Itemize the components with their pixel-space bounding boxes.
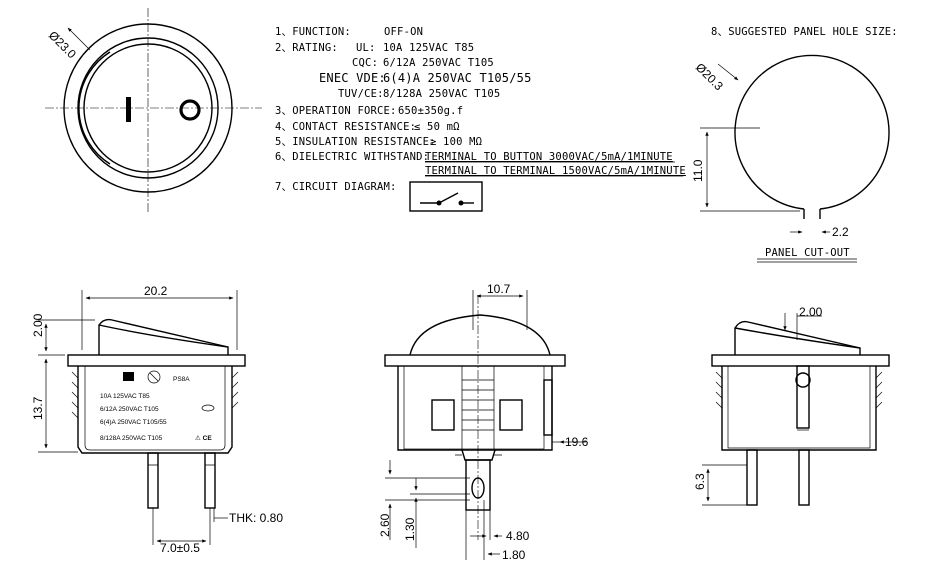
svg-text:8/128A 250VAC T105: 8/128A 250VAC T105	[100, 435, 163, 442]
outer-diameter-label: Ø23.0	[46, 28, 79, 61]
svg-text:8、SUGGESTED PANEL HOLE SIZE:: 8、SUGGESTED PANEL HOLE SIZE:	[711, 26, 898, 38]
front-round-view: Ø23.0	[45, 8, 262, 212]
svg-text:5、INSULATION RESISTANCE:≥ 100: 5、INSULATION RESISTANCE:≥ 100 MΩ	[275, 136, 482, 148]
svg-text:2.60: 2.60	[378, 513, 392, 537]
svg-text:CQC:6/12A 250VAC T105: CQC:6/12A 250VAC T105	[352, 57, 494, 69]
svg-text:6、DIELECTRIC WITHSTAND:TERMINA: 6、DIELECTRIC WITHSTAND:TERMINAL TO BUTTO…	[275, 151, 673, 163]
svg-text:3、OPERATION FORCE:650±350g.f: 3、OPERATION FORCE:650±350g.f	[275, 105, 463, 117]
side-view-right: 2.00 6.3	[693, 305, 890, 506]
svg-text:TERMINAL TO TERMINAL 1500VAC/5: TERMINAL TO TERMINAL 1500VAC/5mA/1MINUTE	[425, 165, 686, 177]
circuit-diagram	[409, 181, 483, 212]
svg-text:19.6: 19.6	[565, 435, 589, 449]
svg-text:1、FUNCTION:OFF-ON: 1、FUNCTION:OFF-ON	[275, 26, 423, 38]
svg-text:4、CONTACT RESISTANCE:≤ 50 mΩ: 4、CONTACT RESISTANCE:≤ 50 mΩ	[275, 121, 460, 133]
svg-text:6/12A 250VAC T105: 6/12A 250VAC T105	[100, 406, 159, 413]
svg-text:PS8A: PS8A	[173, 376, 190, 383]
panel-hole-view: 8、SUGGESTED PANEL HOLE SIZE: 11.0 2.2 Ø2…	[691, 26, 898, 263]
svg-text:6(4)A 250VAC T105/55: 6(4)A 250VAC T105/55	[100, 419, 167, 426]
svg-text:1.80: 1.80	[502, 548, 526, 562]
svg-text:13.7: 13.7	[31, 396, 45, 420]
svg-text:Ø20.3: Ø20.3	[693, 60, 726, 93]
svg-text:20.2: 20.2	[144, 284, 168, 298]
svg-text:2.00: 2.00	[31, 313, 45, 337]
svg-text:2.00: 2.00	[799, 305, 823, 319]
svg-text:THK: 0.80: THK: 0.80	[229, 511, 283, 525]
on-mark-icon	[179, 99, 201, 121]
svg-text:⚠ CE: ⚠ CE	[195, 435, 212, 442]
svg-text:6.3: 6.3	[693, 473, 707, 490]
svg-text:1.30: 1.30	[403, 517, 417, 541]
front-profile-view: 10.7 19.6 2.60 1.30 4.80 1.80	[378, 282, 589, 562]
svg-text:2、RATING:UL:10A 125VAC T85: 2、RATING:UL:10A 125VAC T85	[275, 42, 474, 54]
svg-text:11.0: 11.0	[691, 159, 705, 182]
svg-text:7、CIRCUIT DIAGRAM:: 7、CIRCUIT DIAGRAM:	[275, 181, 397, 193]
off-mark-icon	[126, 97, 131, 122]
svg-text:10.7: 10.7	[487, 282, 511, 296]
specification-list: 1、FUNCTION:OFF-ON 2、RATING:UL:10A 125VAC…	[275, 26, 686, 212]
svg-text:ENEC VDE:6(4)A 250VAC T105/55: ENEC VDE:6(4)A 250VAC T105/55	[319, 71, 532, 85]
svg-text:2.2: 2.2	[832, 225, 849, 239]
brand-logo-icon	[123, 372, 134, 381]
panel-cutout-label: PANEL CUT-OUT	[765, 247, 850, 259]
side-view-left: PS8A 10A 125VAC T85 6/12A 250VAC T105 6(…	[31, 284, 283, 555]
svg-text:7.0±0.5: 7.0±0.5	[160, 541, 200, 555]
svg-text:TUV/CE:8/128A 250VAC T105: TUV/CE:8/128A 250VAC T105	[338, 88, 500, 100]
svg-text:10A 125VAC T85: 10A 125VAC T85	[100, 393, 150, 400]
svg-text:4.80: 4.80	[506, 529, 530, 543]
